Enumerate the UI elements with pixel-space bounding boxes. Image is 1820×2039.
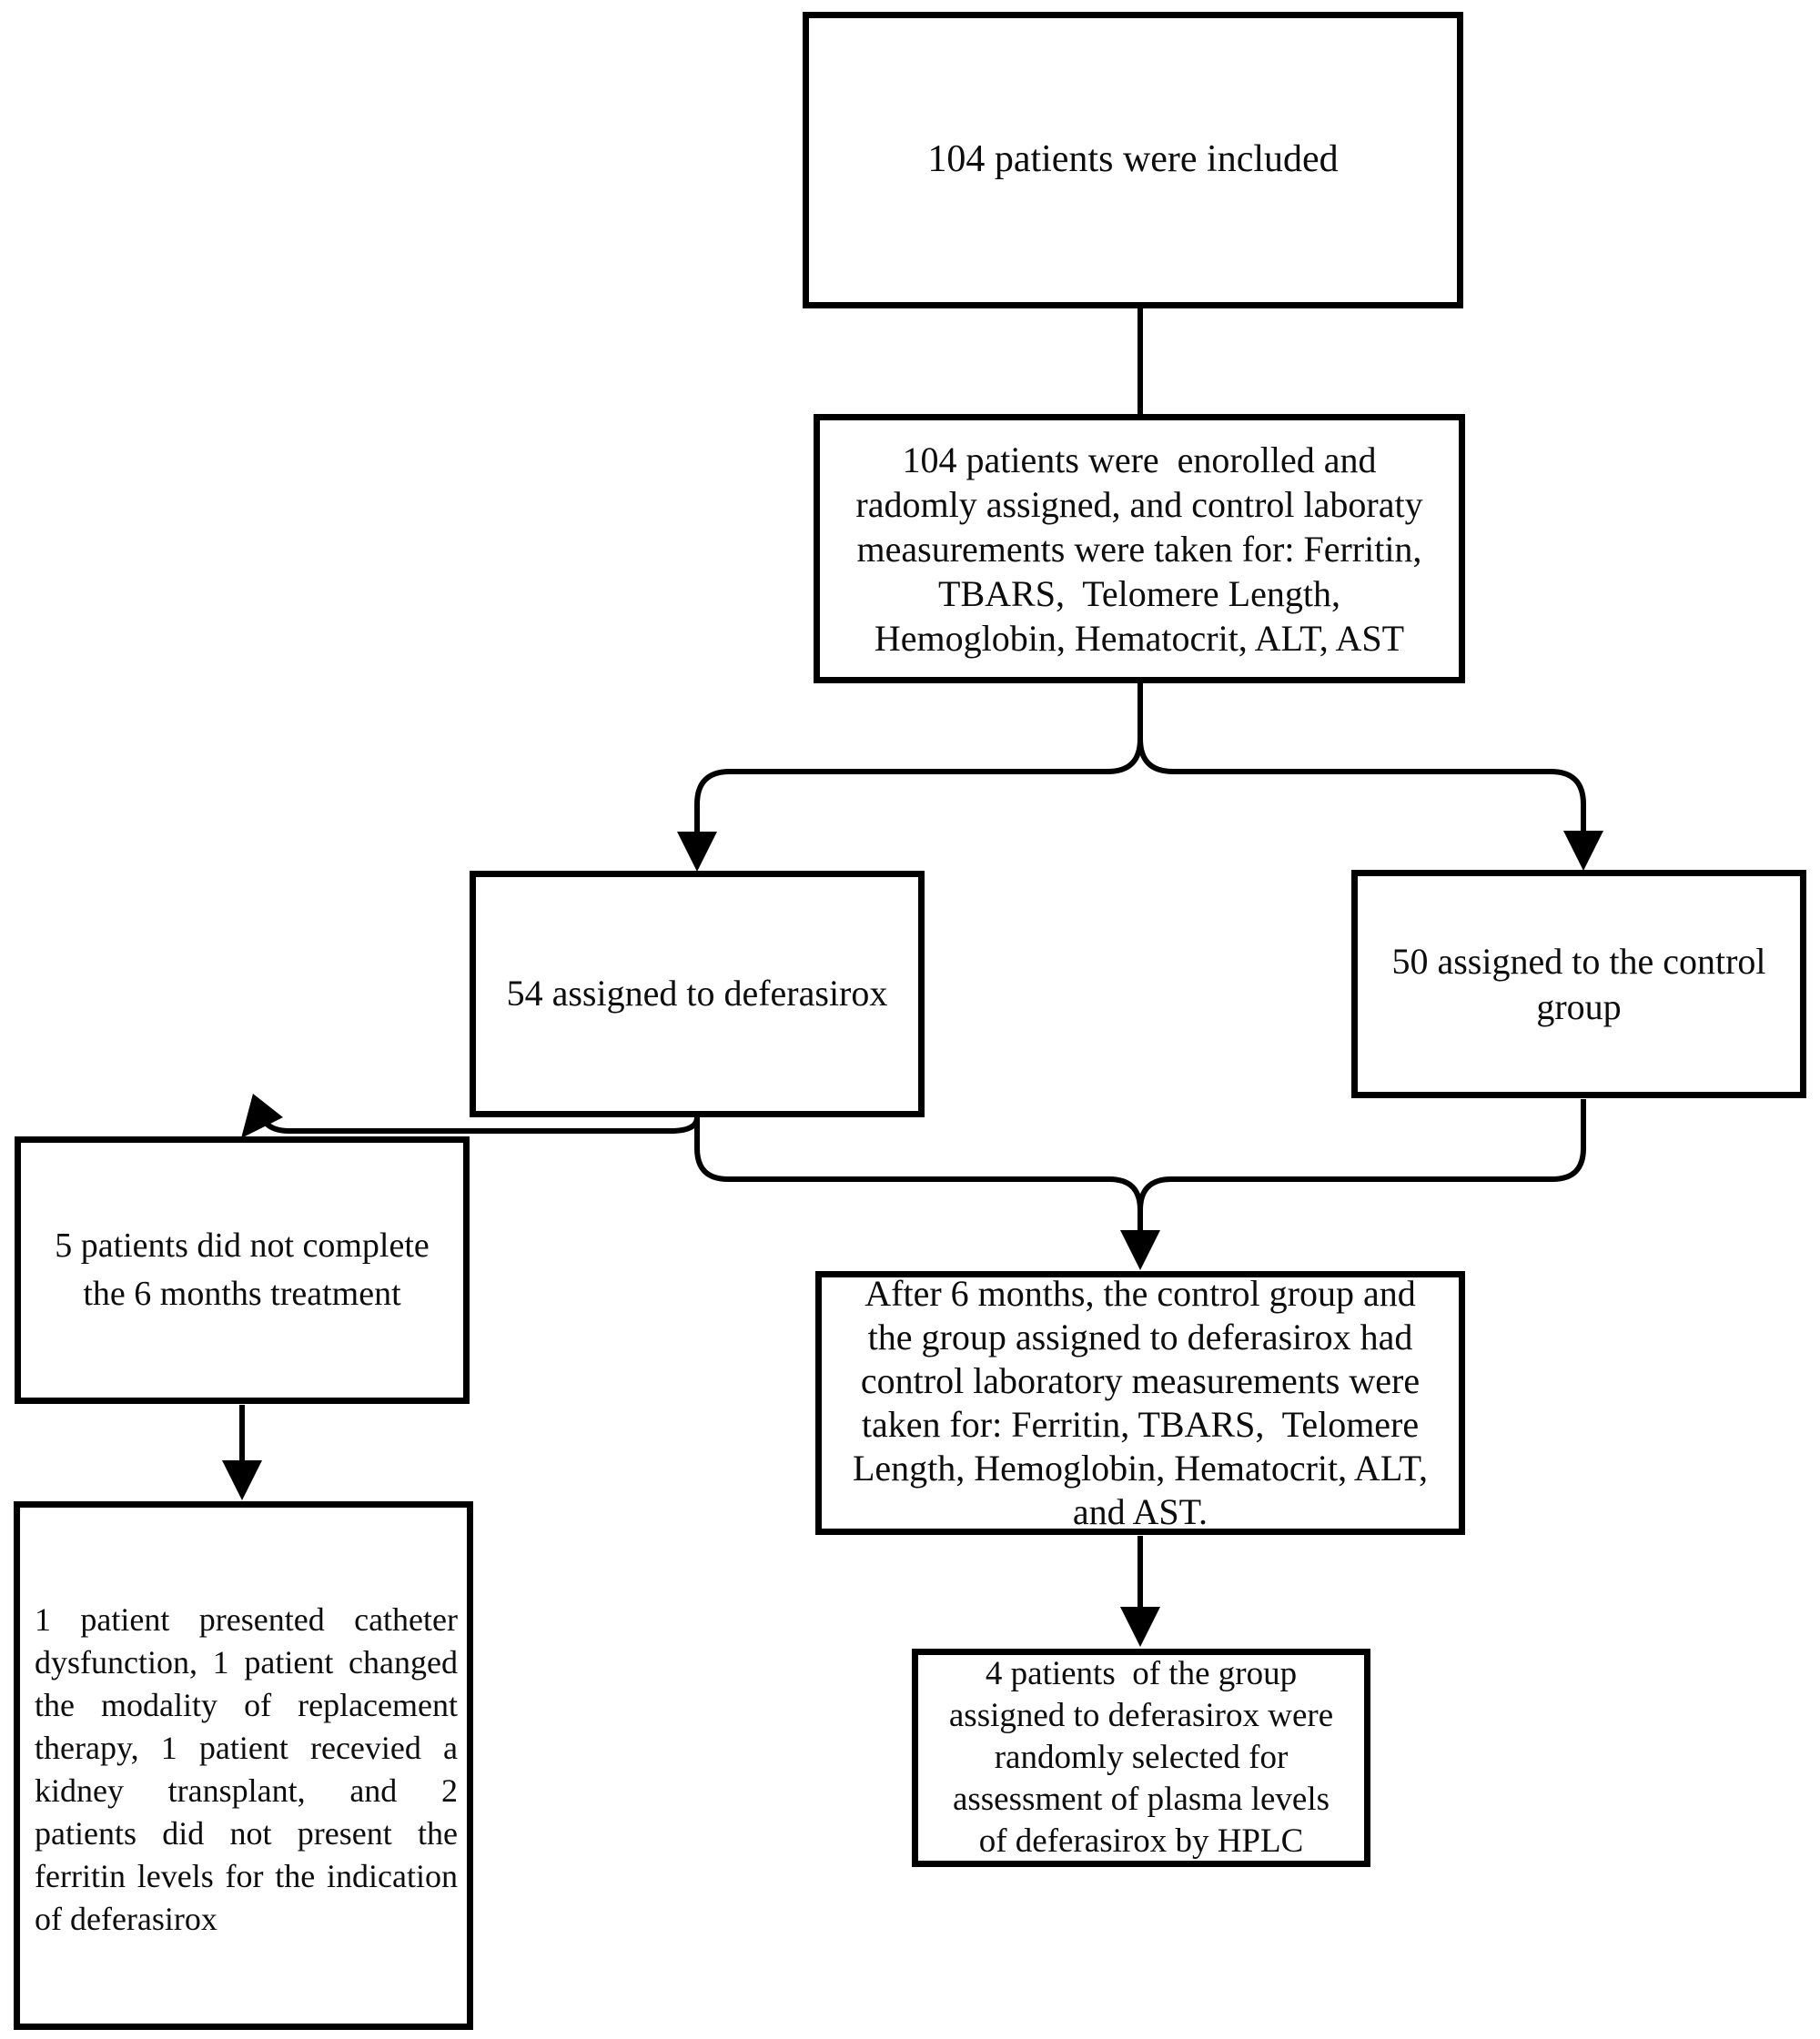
- arrowhead-dropout-reasons: [222, 1460, 262, 1500]
- merge-connector-right: [1138, 1099, 1586, 1232]
- arrowhead-control: [1563, 831, 1603, 871]
- merge-connector-left: [694, 1117, 1143, 1232]
- box-after-6-months: After 6 months, the control group and th…: [815, 1271, 1465, 1535]
- arrowhead-not-completed: [241, 1094, 283, 1138]
- arrowhead-after-6-months: [1120, 1230, 1160, 1270]
- split-connector-left: [694, 683, 1143, 835]
- arrowhead-deferasirox: [677, 832, 717, 872]
- box-control-group: 50 assigned to the control group: [1351, 870, 1806, 1098]
- connector-not-completed: [263, 1116, 700, 1134]
- box-enrolled: 104 patients were enorolled and radomly …: [814, 414, 1465, 683]
- box-not-completed: 5 patients did not complete the 6 months…: [15, 1136, 470, 1404]
- box-deferasirox-group: 54 assigned to deferasirox: [470, 871, 925, 1117]
- arrowhead-hplc: [1120, 1607, 1160, 1647]
- box-dropout-reasons: 1 patient presented catheter dysfunction…: [14, 1501, 473, 2030]
- box-hplc-subset: 4 patients of the group assigned to defe…: [912, 1649, 1370, 1867]
- split-connector-right: [1138, 683, 1586, 834]
- box-included: 104 patients were included: [803, 12, 1463, 308]
